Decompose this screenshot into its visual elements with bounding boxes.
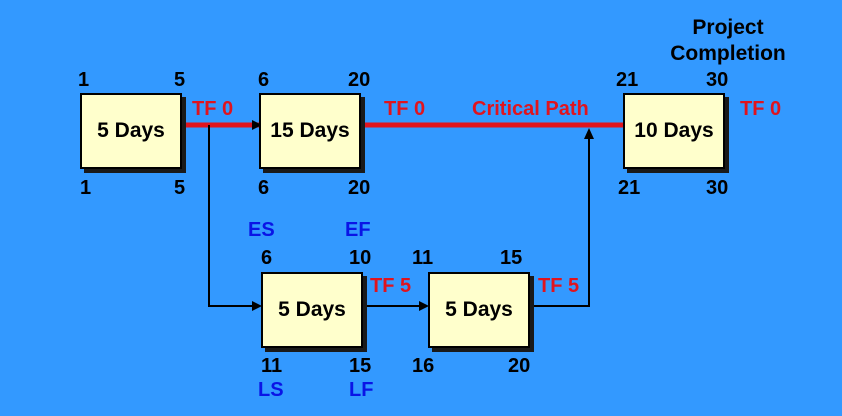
activity-b-duration: 15 Days [270, 119, 350, 142]
activity-a-es: 1 [78, 69, 90, 91]
arrowhead-e [419, 301, 429, 311]
activity-a-lf: 5 [174, 177, 186, 199]
activity-c-box: 10 Days [623, 93, 725, 169]
legend-ls: LS [258, 379, 284, 401]
activity-d-ef: 10 [349, 247, 372, 269]
activity-d-lf: 15 [349, 355, 372, 377]
activity-c-ls: 21 [618, 177, 641, 199]
activity-e-es: 11 [412, 247, 434, 269]
activity-e-lf: 20 [508, 355, 531, 377]
critical-path-label: Critical Path [472, 98, 589, 120]
legend-lf: LF [349, 379, 374, 401]
activity-b-lf: 20 [348, 177, 371, 199]
float-label-e-c: TF 5 [538, 275, 580, 297]
activity-b-es: 6 [258, 69, 270, 91]
activity-c-lf: 30 [706, 177, 729, 199]
legend-es: ES [248, 219, 275, 241]
arrowhead-b [252, 120, 262, 130]
activity-e-ls: 16 [412, 355, 435, 377]
arrow-e-to-c [530, 137, 590, 307]
activity-d-duration: 5 Days [278, 298, 346, 321]
activity-e-box: 5 Days [428, 272, 530, 348]
activity-b-box: 15 Days [259, 93, 361, 169]
activity-d-es: 6 [261, 247, 273, 269]
project-completion-title: Project Completion [658, 15, 798, 67]
activity-a-ef: 5 [174, 69, 186, 91]
activity-a-ls: 1 [80, 177, 92, 199]
title-line-1: Project [692, 16, 764, 39]
activity-e-duration: 5 Days [445, 298, 513, 321]
activity-d-ls: 11 [261, 355, 283, 377]
title-line-2: Completion [670, 42, 786, 65]
float-label-a-b: TF 0 [192, 98, 234, 120]
activity-d-box: 5 Days [261, 272, 363, 348]
activity-a-duration: 5 Days [97, 119, 165, 142]
float-label-d-e: TF 5 [370, 275, 412, 297]
float-label-c-end: TF 0 [740, 98, 782, 120]
float-label-b-c: TF 0 [384, 98, 426, 120]
activity-b-ef: 20 [348, 69, 371, 91]
activity-a-box: 5 Days [80, 93, 182, 169]
activity-c-es: 21 [616, 69, 639, 91]
activity-c-duration: 10 Days [634, 119, 714, 142]
arrowhead-c [584, 128, 594, 139]
legend-ef: EF [345, 219, 371, 241]
activity-e-ef: 15 [500, 247, 523, 269]
activity-c-ef: 30 [706, 69, 729, 91]
arrowhead-d [252, 301, 262, 311]
activity-b-ls: 6 [258, 177, 270, 199]
arrow-a-to-d [208, 125, 254, 307]
